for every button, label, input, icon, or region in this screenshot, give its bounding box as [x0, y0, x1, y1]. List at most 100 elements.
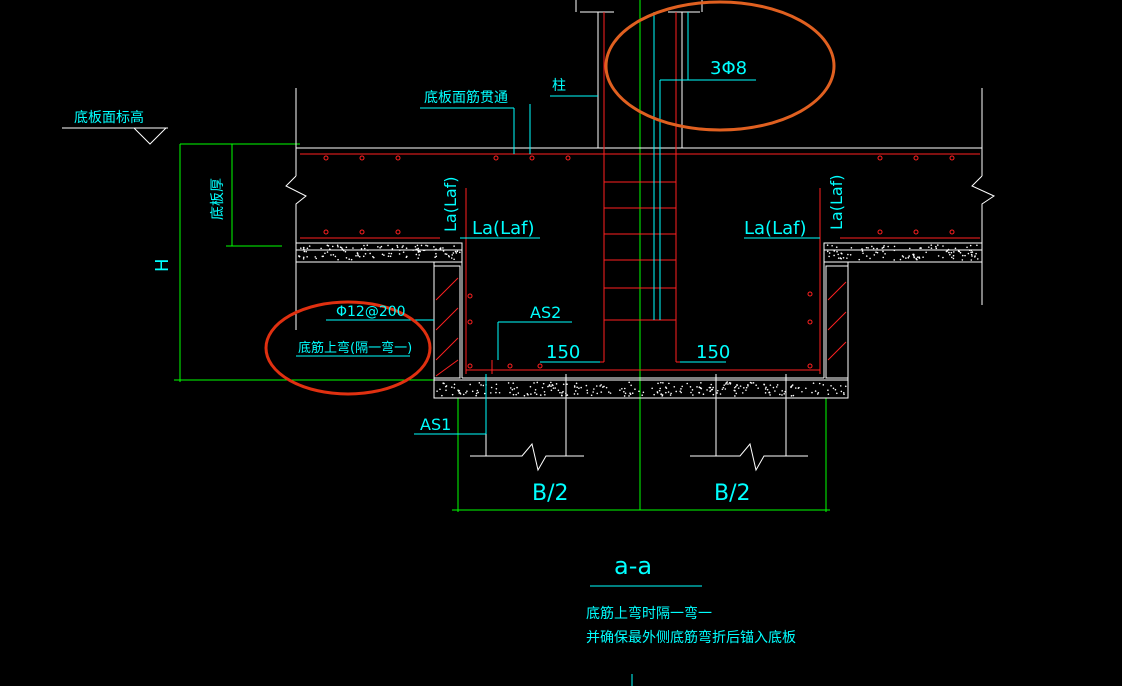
stirrups-label: 3Φ8: [710, 58, 747, 79]
note-line-1: 底筋上弯时隔一弯一: [586, 605, 712, 622]
cushion-dot: [675, 390, 678, 393]
cushion-dot: [543, 390, 546, 393]
cushion-dot: [679, 390, 682, 393]
cushion-dot: [948, 251, 950, 254]
cushion-dot: [517, 392, 520, 394]
cushion-dot: [482, 384, 485, 387]
cushion-dot: [555, 383, 558, 385]
cushion-dot: [624, 392, 627, 395]
cushion-dot: [681, 385, 683, 388]
cushion-dot: [306, 247, 309, 250]
cushion-dot: [634, 388, 636, 391]
rebar-section-dot: [323, 229, 329, 235]
cushion-dot: [957, 250, 960, 252]
cushion-dot: [945, 250, 948, 253]
cushion-dot: [849, 253, 852, 256]
cushion-dot: [776, 384, 779, 386]
cushion-dot: [667, 391, 670, 393]
cushion-dot: [827, 393, 830, 395]
cushion-dot: [608, 391, 610, 393]
cushion-dot: [775, 386, 778, 388]
cushion-dot: [723, 384, 726, 386]
cushion-dot: [752, 382, 755, 384]
rebar-section-dot: [949, 155, 955, 161]
cushion-dot: [790, 385, 792, 388]
cushion-dot: [814, 390, 817, 392]
rebar-section-dot: [877, 229, 883, 235]
cushion-dot: [826, 250, 829, 253]
cushion-dot: [772, 386, 775, 389]
cushion-dot: [757, 387, 759, 389]
cushion-dot: [444, 253, 447, 255]
cushion-dot: [790, 395, 793, 397]
cushion-dot: [379, 246, 381, 249]
cushion-dot: [561, 392, 563, 394]
cushion-dot: [321, 255, 324, 258]
cushion-dot: [390, 252, 393, 255]
cushion-dot: [433, 246, 435, 248]
cushion-dot: [875, 251, 877, 253]
cushion-dot: [480, 384, 482, 386]
cushion-dot: [961, 254, 964, 257]
cushion-dot: [551, 384, 554, 386]
anchor-left-label: La(Laf): [472, 218, 535, 239]
cushion-dot: [665, 387, 668, 389]
cushion-dot: [741, 392, 744, 394]
cushion-dot: [833, 254, 835, 257]
cushion-dot: [314, 256, 317, 258]
cushion-dot: [826, 244, 829, 246]
cushion-dot: [630, 384, 632, 387]
cushion-dot: [507, 382, 510, 384]
cushion-dot: [628, 395, 630, 397]
cushion-dot: [344, 250, 347, 253]
cushion-dot: [345, 257, 348, 259]
cushion-dot: [970, 259, 973, 261]
cushion-dot: [544, 393, 546, 396]
cushion-dot: [471, 390, 474, 393]
bottom-bent-up-label: 底筋上弯(隔一弯一): [298, 340, 412, 356]
cushion-dot: [305, 250, 307, 253]
cushion-dot: [966, 246, 968, 249]
cushion-dot: [735, 385, 737, 388]
cushion-dot: [805, 387, 807, 390]
cushion-dot: [527, 394, 529, 396]
cushion-dot: [364, 252, 367, 255]
as1-label: AS1: [420, 415, 451, 434]
cushion-dot: [512, 393, 515, 396]
cushion-dot: [302, 247, 305, 249]
cushion-dot: [458, 251, 461, 254]
cushion-dot: [930, 244, 933, 246]
cushion-dot: [465, 391, 467, 394]
cushion-dot: [602, 386, 604, 388]
cushion-dot: [867, 247, 869, 249]
cushion-dot: [417, 247, 420, 250]
cushion-dot: [781, 394, 783, 396]
cushion-dot: [600, 384, 602, 386]
cushion-dot: [791, 384, 794, 386]
cushion-dot: [668, 382, 670, 385]
cushion-dot: [550, 385, 552, 387]
cushion-dot: [512, 382, 515, 384]
cushion-dot: [882, 250, 884, 253]
cushion-dot: [458, 389, 461, 392]
cushion-dot: [922, 256, 924, 258]
half-width-right-label: B/2: [714, 481, 751, 506]
cushion-dot: [489, 392, 492, 394]
dimension-lines: [174, 0, 830, 512]
cushion-dot: [783, 393, 785, 395]
cushion-dot: [530, 393, 532, 395]
cushion-dot: [719, 393, 722, 395]
cushion-dot: [453, 258, 455, 261]
cushion-dot: [680, 391, 683, 394]
cushion-dot: [858, 258, 861, 261]
cushion-dot: [478, 382, 481, 384]
cushion-dot: [839, 385, 842, 387]
cushion-dot: [862, 252, 864, 255]
cushion-dots: [298, 244, 979, 397]
cushion-dot: [847, 253, 849, 256]
cushion-dot: [585, 384, 588, 387]
rebar-section-dot: [529, 155, 535, 161]
cushion-dot: [417, 251, 420, 253]
slab-thickness-label: 底板厚: [210, 178, 226, 220]
half-width-left-label: B/2: [532, 481, 569, 506]
